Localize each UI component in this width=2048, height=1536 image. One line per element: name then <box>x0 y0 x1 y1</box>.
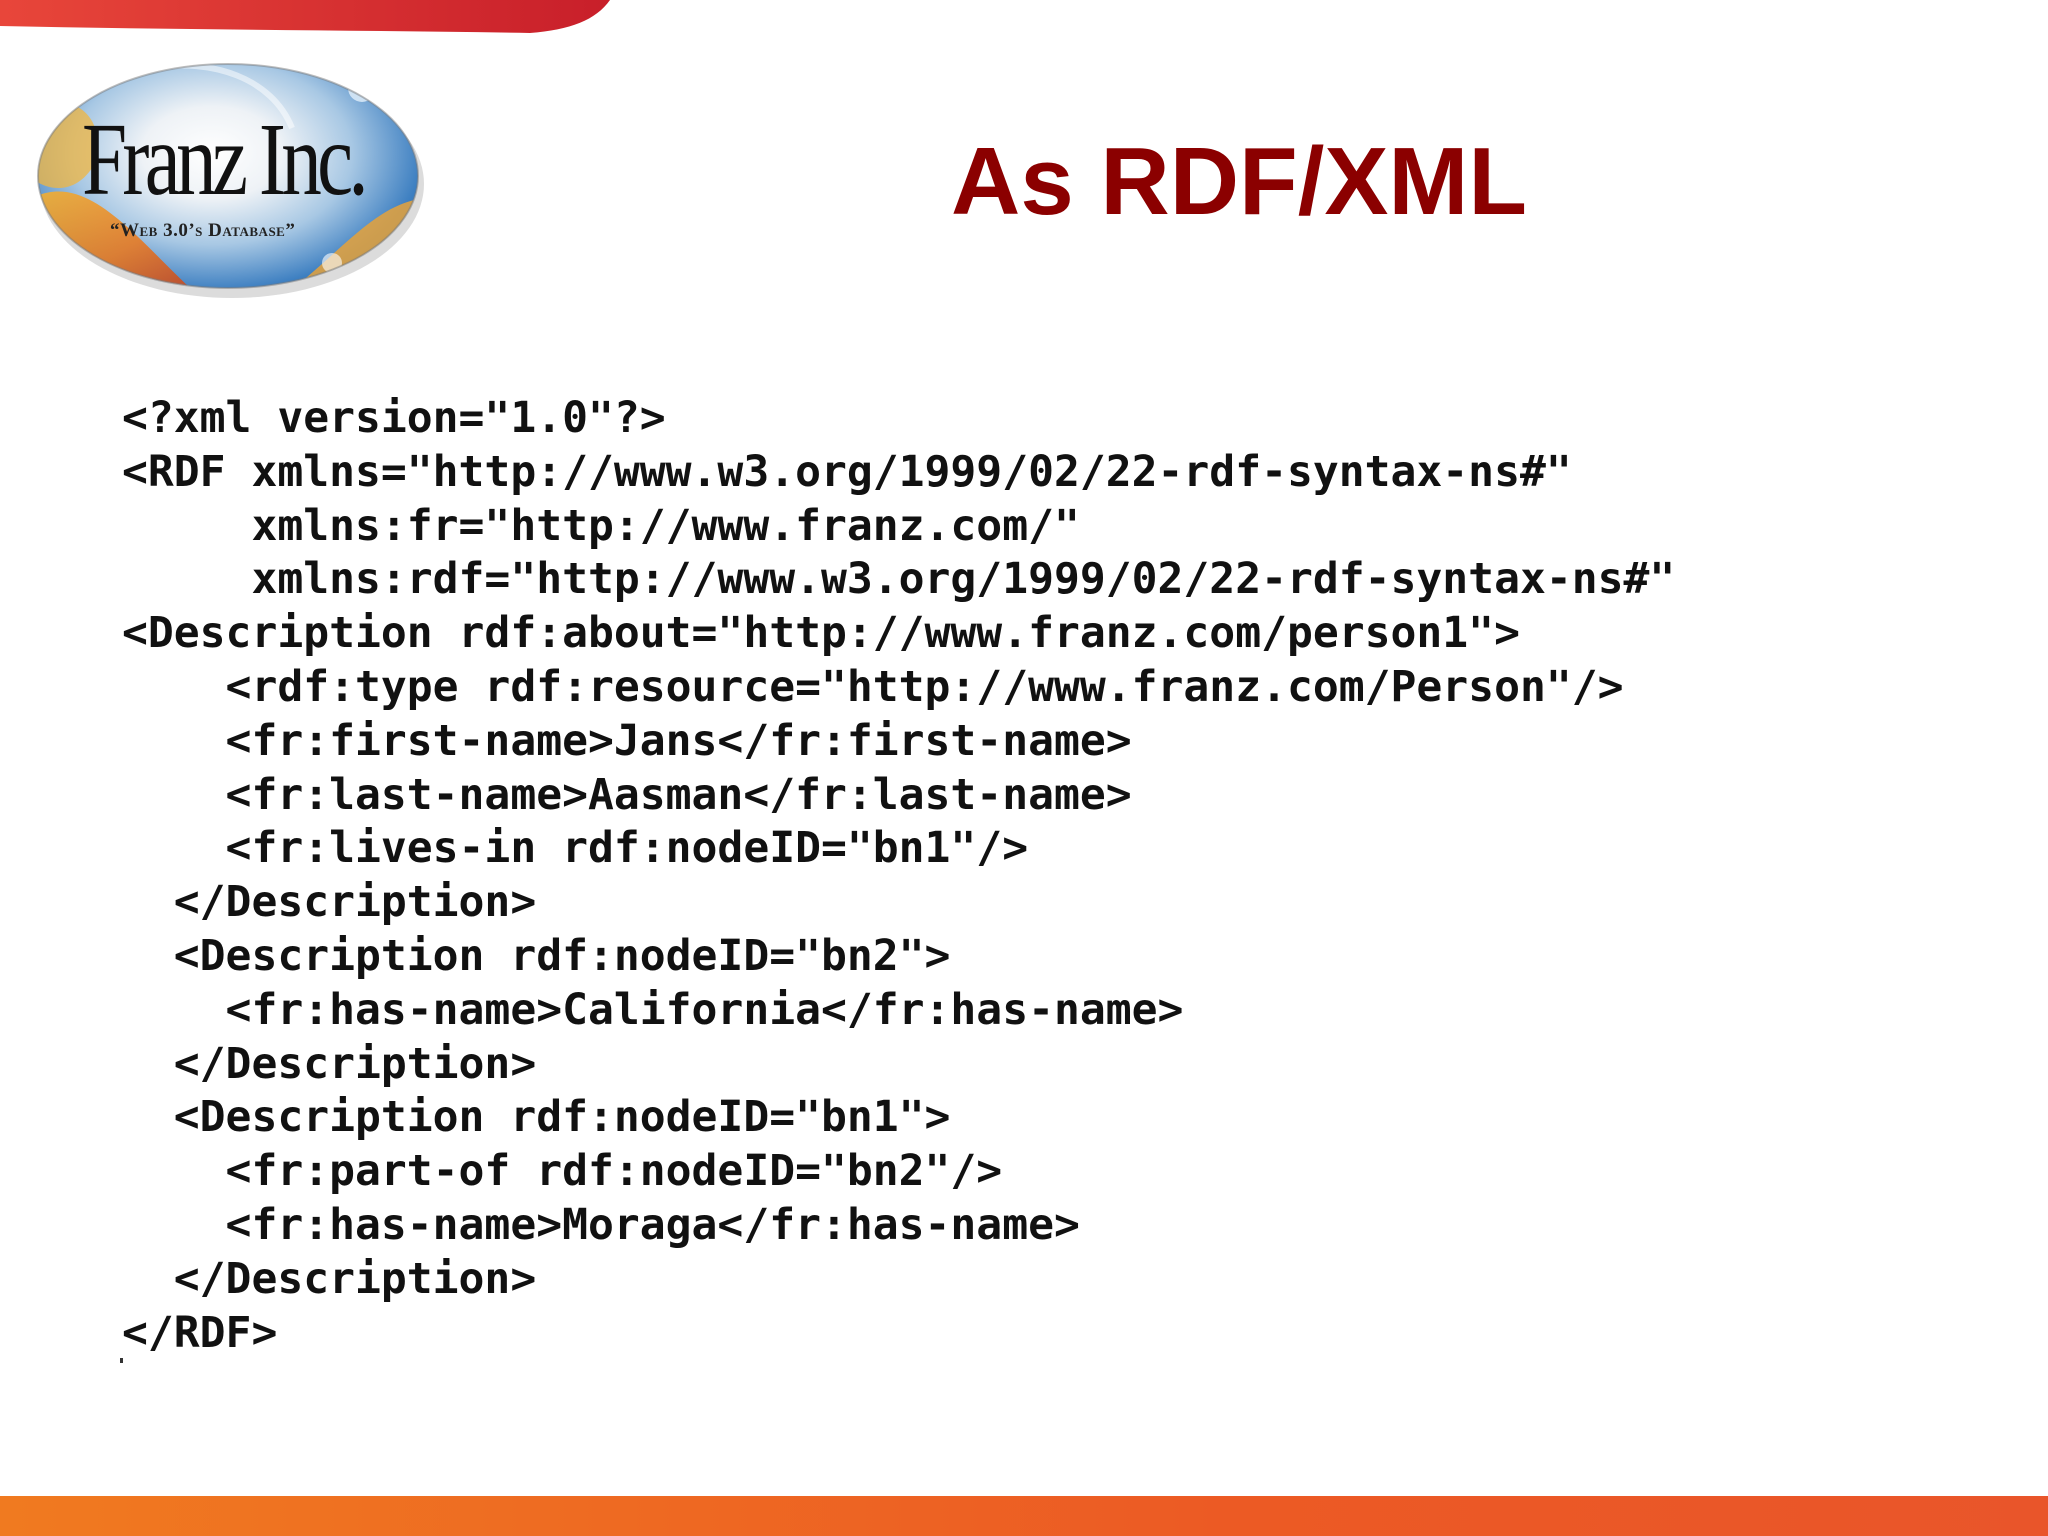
code-line: <Description rdf:nodeID="bn2"> <box>122 930 951 981</box>
top-swoosh-decoration <box>0 0 610 33</box>
code-line: <Description rdf:about="http://www.franz… <box>122 608 1520 659</box>
code-line: </RDF> <box>122 1307 278 1358</box>
code-line: <Description rdf:nodeID="bn1"> <box>122 1092 951 1143</box>
code-line: <RDF xmlns="http://www.w3.org/1999/02/22… <box>122 446 1572 497</box>
franz-inc-logo: Franz Inc. “Web 3.0’s Database” <box>32 48 432 310</box>
logo-tagline: “Web 3.0’s Database” <box>110 220 296 241</box>
code-line: <?xml version="1.0"?> <box>122 393 666 443</box>
code-line: <rdf:type rdf:resource="http://www.franz… <box>122 661 1624 712</box>
code-line: <fr:part-of rdf:nodeID="bn2"/> <box>122 1146 1003 1197</box>
code-line: </Description> <box>122 1253 537 1304</box>
rdf-xml-code-block: <?xml version="1.0"?><RDF xmlns="http://… <box>122 392 1675 1360</box>
slide-title: As RDF/XML <box>951 128 1527 235</box>
code-line: xmlns:rdf="http://www.w3.org/1999/02/22-… <box>122 554 1676 605</box>
logo-name: Franz Inc. <box>82 102 369 217</box>
code-line: </Description> <box>122 877 537 928</box>
code-line: <fr:has-name>California</fr:has-name> <box>122 984 1184 1035</box>
code-line: </Description> <box>122 1038 537 1089</box>
bottom-accent-bar <box>0 1496 2048 1536</box>
logo-globe-icon <box>37 63 424 298</box>
code-line: xmlns:fr="http://www.franz.com/" <box>122 500 1080 551</box>
code-line: <fr:first-name>Jans</fr:first-name> <box>122 715 1132 766</box>
code-line: <fr:last-name>Aasman</fr:last-name> <box>122 769 1132 820</box>
code-line: <fr:has-name>Moraga</fr:has-name> <box>122 1199 1080 1250</box>
code-line: <fr:lives-in rdf:nodeID="bn1"/> <box>122 823 1029 874</box>
stray-mark <box>120 1358 123 1363</box>
